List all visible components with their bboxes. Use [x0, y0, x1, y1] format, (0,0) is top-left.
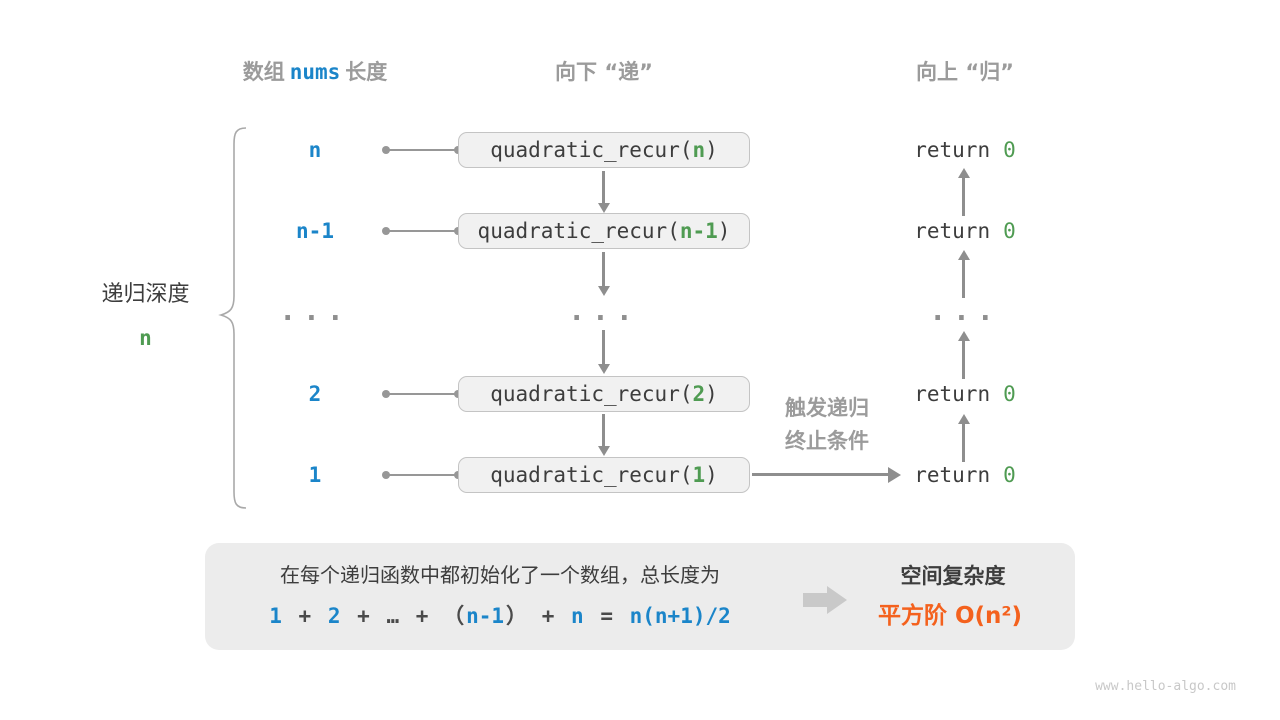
formula-paren: （: [443, 604, 465, 628]
call-arg: 2: [692, 382, 706, 406]
implies-arrow-icon: [803, 586, 847, 614]
up-arrow: [957, 168, 970, 216]
call-close: ): [705, 382, 718, 406]
call-close: ): [717, 219, 731, 243]
return-label: return 0: [885, 380, 1045, 408]
size-label: n-1: [296, 219, 334, 243]
return-value: 0: [1003, 463, 1016, 487]
header-nums-code: nums: [289, 60, 341, 84]
formula-term: n-1: [466, 604, 505, 628]
return-value: 0: [1003, 219, 1016, 243]
base-case-arrow: [752, 466, 901, 483]
down-arrow: [597, 171, 610, 213]
watermark: www.hello-algo.com: [1095, 679, 1236, 694]
depth-value: n: [139, 326, 152, 350]
formula-paren: ）: [506, 604, 528, 628]
complexity-value: 平方阶 O(n²): [877, 603, 1023, 629]
column-header-ascend: 向上 “归”: [916, 60, 1014, 84]
up-arrow: [957, 331, 970, 379]
call-arg: n: [692, 138, 706, 162]
call-box: quadratic_recur(1): [458, 457, 750, 493]
header-array-prefix: 数组: [242, 60, 285, 84]
return-keyword: return: [914, 382, 991, 406]
ellipsis-calls: ...: [568, 294, 640, 327]
return-keyword: return: [914, 463, 991, 487]
call-text: quadratic_recur(: [490, 382, 693, 406]
down-arrow: [597, 414, 610, 456]
return-label: return 0: [885, 136, 1045, 164]
formula-op: +: [541, 604, 555, 628]
size-label: n: [308, 138, 322, 162]
call-text: quadratic_recur(: [490, 463, 693, 487]
return-value: 0: [1003, 138, 1016, 162]
summary-formula: 1 + 2 + … + （n-1） + n = n(n+1)/2: [235, 602, 765, 630]
up-arrow: [957, 414, 970, 462]
base-case-line1: 触发递归: [785, 396, 869, 420]
formula-op: +: [298, 604, 312, 628]
up-arrow: [957, 250, 970, 298]
ellipsis-sizes: ...: [279, 294, 351, 327]
formula-ellipsis: …: [386, 604, 400, 628]
ellipsis-returns: ...: [929, 294, 1001, 327]
depth-label: 递归深度: [101, 282, 190, 307]
down-arrow: [597, 252, 610, 296]
formula-term: 1: [269, 604, 282, 628]
connector-line: [382, 227, 462, 235]
complexity-title: 空间复杂度: [900, 564, 1006, 588]
base-case-line2: 终止条件: [785, 429, 869, 453]
return-label: return 0: [885, 461, 1045, 489]
size-label: 1: [308, 463, 322, 487]
summary-panel: 在每个递归函数中都初始化了一个数组，总长度为 1 + 2 + … + （n-1）…: [205, 543, 1075, 650]
formula-op: +: [415, 604, 429, 628]
formula-term: n: [571, 604, 584, 628]
return-value: 0: [1003, 382, 1016, 406]
call-close: ): [705, 138, 718, 162]
header-array-suffix: 长度: [345, 60, 388, 84]
formula-result: n(n+1)/2: [629, 604, 731, 628]
size-label: 2: [308, 382, 322, 406]
call-box: quadratic_recur(2): [458, 376, 750, 412]
base-case-label: 触发递归 终止条件: [757, 392, 897, 458]
return-keyword: return: [914, 219, 991, 243]
connector-line: [382, 390, 462, 398]
return-label: return 0: [885, 217, 1045, 245]
connector-line: [382, 146, 462, 154]
call-arg: n-1: [679, 219, 718, 243]
column-header-descend: 向下 “递”: [555, 60, 653, 84]
return-keyword: return: [914, 138, 991, 162]
call-arg: 1: [692, 463, 706, 487]
formula-op: =: [600, 604, 613, 628]
formula-term: 2: [327, 604, 341, 628]
formula-op: +: [357, 604, 370, 628]
call-text: quadratic_recur(: [477, 219, 680, 243]
call-box: quadratic_recur(n): [458, 132, 750, 168]
call-box: quadratic_recur(n-1): [458, 213, 750, 249]
down-arrow: [597, 330, 610, 374]
connector-line: [382, 471, 462, 479]
summary-text: 在每个递归函数中都初始化了一个数组，总长度为: [280, 563, 720, 587]
call-close: ): [705, 463, 718, 487]
call-text: quadratic_recur(: [490, 138, 693, 162]
depth-brace: [218, 127, 247, 509]
